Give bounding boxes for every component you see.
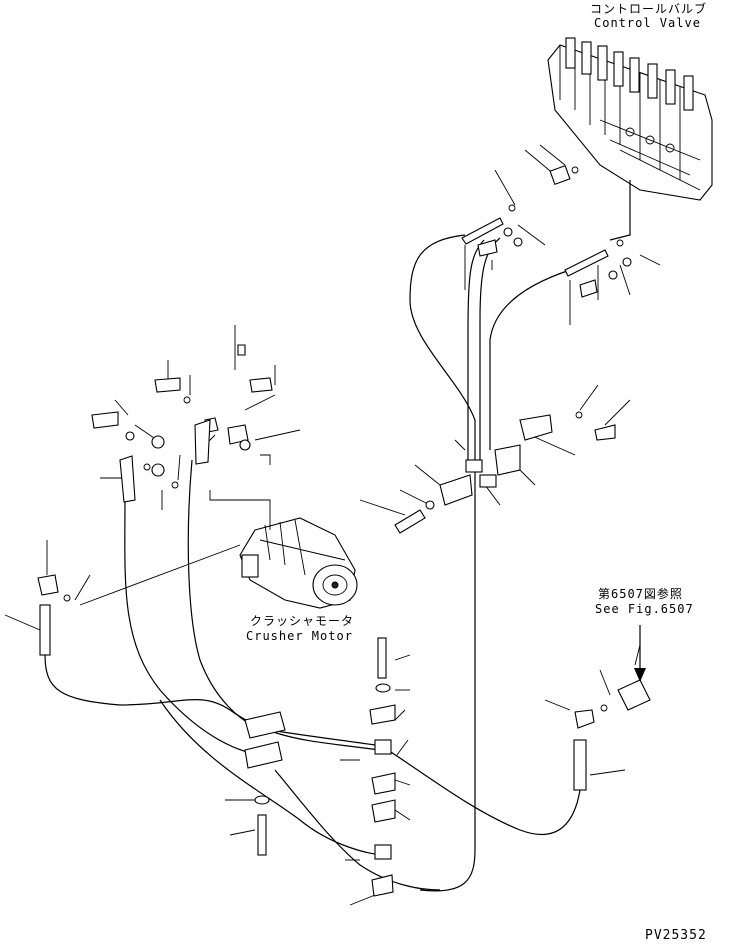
see-fig-arrow [634, 625, 646, 682]
fittings [37, 164, 651, 897]
leader-lines [4, 144, 661, 906]
control-valve-label-en: Control Valve [594, 16, 701, 30]
control-valve-assembly [547, 37, 713, 201]
see-fig-label-en: See Fig.6507 [595, 602, 694, 616]
crusher-motor-label-en: Crusher Motor [246, 629, 353, 643]
drawing-number: PV25352 [645, 928, 707, 943]
crusher-motor-label-jp: クラッシャモータ [250, 614, 355, 628]
crusher-motor [239, 517, 358, 609]
control-valve-label-jp: コントロールバルブ [590, 2, 708, 16]
hose-lines [44, 180, 631, 892]
see-fig-label-jp: 第6507図参照 [598, 587, 683, 601]
